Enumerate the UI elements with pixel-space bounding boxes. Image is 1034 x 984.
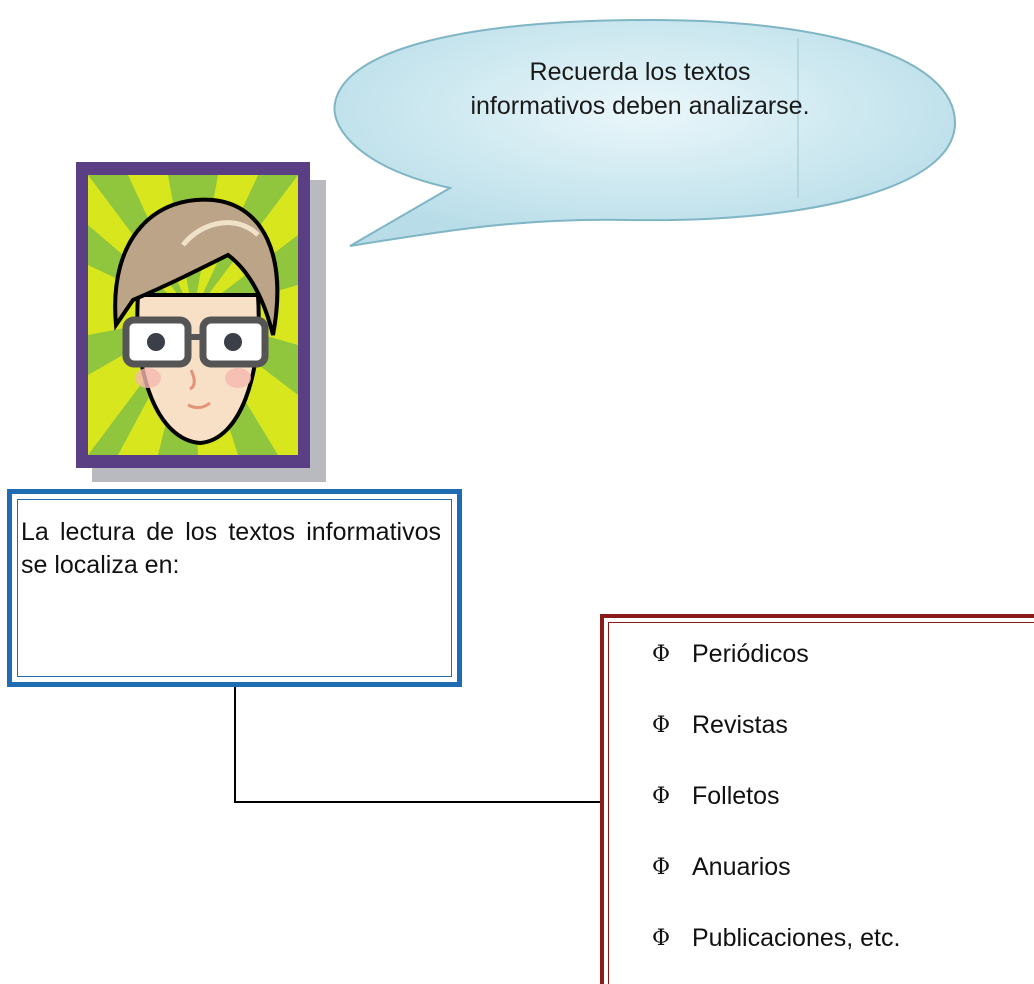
avatar-illustration [88,175,298,455]
bubble-text: Recuerda los textos informativos deben a… [430,55,850,123]
connector-horizontal [234,801,602,803]
list-box-inner-border [608,622,1034,984]
phi-bullet-icon: Φ [652,784,671,809]
info-box-inner-border [17,499,452,677]
list-item: Φ Folletos [652,782,780,811]
list-item: Φ Periódicos [652,640,809,669]
info-box-text: La lectura de los textos informativos se… [21,518,441,579]
list-item-label: Publicaciones, etc. [692,924,901,952]
bubble-line-1: Recuerda los textos [529,58,751,86]
list-item: Φ Publicaciones, etc. [652,924,900,953]
list-item-label: Periódicos [692,640,809,668]
phi-bullet-icon: Φ [652,713,671,738]
list-item-label: Revistas [692,711,788,739]
connector-vertical [234,687,236,802]
phi-bullet-icon: Φ [652,926,671,951]
list-item: Φ Anuarios [652,853,791,882]
phi-bullet-icon: Φ [652,855,671,880]
list-box: Φ Periódicos Φ Revistas Φ Folletos Φ Anu… [600,614,1034,984]
bubble-line-2: informativos deben analizarse. [470,92,810,120]
list-item: Φ Revistas [652,711,788,740]
list-item-label: Folletos [692,782,780,810]
info-box: La lectura de los textos informativos se… [7,489,462,687]
speech-bubble [333,18,957,247]
phi-bullet-icon: Φ [652,642,671,667]
list-item-label: Anuarios [692,853,791,881]
